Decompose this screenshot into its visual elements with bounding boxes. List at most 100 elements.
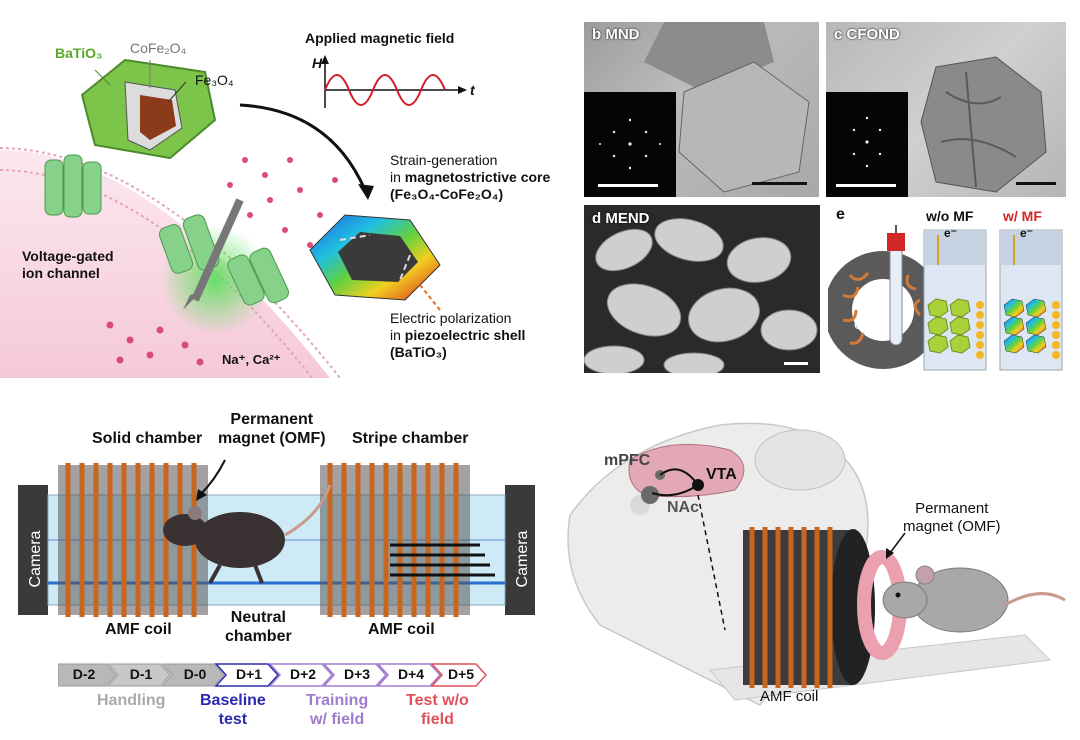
coil-torus (828, 251, 942, 369)
behavior-magnet-line-2: magnet (OMF) (218, 430, 326, 447)
mpfc-label: mPFC (604, 452, 651, 469)
stripe-chamber-label: Stripe chamber (352, 430, 469, 447)
solid-chamber-label: Solid chamber (92, 430, 203, 447)
nanodisc-schematic (80, 58, 217, 160)
strain-caption: Strain-generation in magnetostrictive co… (390, 152, 550, 203)
w-electron-label: e⁻ (1020, 226, 1034, 240)
amf-coil-right-label: AMF coil (368, 621, 435, 638)
invivo-magnet-line-2: magnet (OMF) (903, 518, 1001, 535)
wo-electron-label: e⁻ (944, 226, 958, 240)
timeline-step: D-2 (72, 666, 96, 682)
strain-line-3: (Fe₃O₄-CoFe₂O₄) (390, 186, 504, 202)
timeline-step: D-1 (129, 666, 153, 682)
amf-coil-left-label: AMF coil (105, 621, 172, 638)
channel-line-2: ion channel (22, 265, 100, 281)
panel-b-tag: b MND (592, 26, 640, 43)
coil-label: Coil (854, 318, 875, 332)
handling-label: Handling (97, 692, 166, 709)
training-label: Training w/ field (306, 691, 368, 729)
polar-line-1: Electric polarization (390, 310, 512, 326)
behavior-magnet-line-1: Permanent (230, 411, 314, 428)
core-inner-label: Fe₃O₄ (195, 72, 234, 88)
panel-e-setup (828, 225, 1063, 371)
training-line-2: w/ field (310, 711, 365, 728)
neutral-line-2: chamber (225, 628, 292, 645)
test-label: Test w/o field (406, 691, 469, 729)
nac-label: NAc (667, 499, 700, 516)
panel-c-diffraction-inset (826, 92, 908, 197)
behavior-apparatus (18, 459, 535, 617)
strain-line-2-bold: magnetostrictive core (404, 169, 551, 185)
channel-line-1: Voltage-gated (22, 248, 114, 264)
panel-b-diffraction-inset (584, 92, 676, 197)
axis-h-label: H (312, 55, 323, 71)
field-title: Applied magnetic field (305, 30, 455, 46)
panel-b-hexagons (644, 22, 810, 193)
panel-c-tag: c CFOND (834, 26, 900, 43)
camera-right (505, 485, 535, 615)
camera-left (18, 485, 48, 615)
camera-right-label: Camera (514, 530, 531, 588)
ion-channel-center (158, 214, 290, 306)
neutral-line-1: Neutral (230, 609, 286, 626)
panel-b-scale-bar (752, 182, 807, 185)
timeline-step: D+1 (235, 666, 263, 682)
w-mf-label: w/ MF (1003, 208, 1042, 224)
behavior-magnet-label: Permanent magnet (OMF) (218, 410, 326, 448)
wo-mf-label: w/o MF (926, 208, 974, 224)
polar-caption: Electric polarization in piezoelectric s… (390, 310, 525, 361)
invivo-amf-coil-label: AMF coil (760, 688, 819, 705)
channel-caption: Voltage-gated ion channel (22, 248, 114, 282)
camera-left-label: Camera (27, 530, 44, 588)
panel-c-scale-bar (1016, 182, 1056, 185)
strain-line-1: Strain-generation (390, 152, 498, 168)
test-line-1: Test w/o (406, 692, 469, 709)
panel-e-tag: e (836, 206, 845, 223)
shell-label: BaTiO₃ (55, 45, 103, 61)
ion-channel-left (44, 154, 102, 218)
coil-solid-chamber (58, 463, 208, 617)
vta-label: VTA (706, 466, 737, 483)
strain-line-2: in magnetostrictive core (390, 169, 550, 186)
polar-line-2-bold: piezoelectric shell (404, 327, 526, 343)
panel-a-schematic (0, 55, 467, 378)
strain-line-2-prefix: in (390, 169, 405, 185)
invivo-magnet-label: Permanent magnet (OMF) (903, 500, 1001, 536)
timeline: D-2 D-1 D-0 D+1 D+2 D+3 D+4 D+5 (58, 663, 488, 687)
timeline-step: D+5 (447, 666, 475, 682)
panel-c-diffraction-spots (836, 116, 896, 187)
field-plot (321, 55, 467, 108)
test-line-2: field (420, 711, 454, 728)
polar-line-2-prefix: in (390, 327, 405, 343)
timeline-step: D+3 (343, 666, 371, 682)
strained-nanodisc (309, 214, 441, 311)
process-arrow (239, 103, 367, 191)
mouse-invivo (882, 565, 1066, 633)
amf-coil-invivo (743, 527, 875, 688)
baseline-line-2: test (218, 711, 248, 728)
timeline-step: D+2 (289, 666, 317, 682)
in-vivo-setup (567, 422, 1066, 706)
core-outer-label: CoFe₂O₄ (130, 40, 187, 56)
brain (628, 443, 745, 498)
baseline-line-1: Baseline (200, 692, 266, 709)
panel-b-diffraction-spots (598, 118, 661, 187)
panel-d-sem-image (584, 205, 820, 373)
panel-b-tem-image (584, 22, 819, 197)
training-line-1: Training (306, 692, 369, 709)
baseline-label: Baseline test (200, 691, 266, 729)
panel-c-tem-image (826, 22, 1066, 197)
nac-region (641, 486, 659, 504)
panel-d-particles (584, 218, 818, 373)
timeline-chevrons (58, 663, 488, 687)
ions-label: Na⁺, Ca²⁺ (222, 352, 281, 367)
ion-flow-arrow (191, 198, 244, 302)
mouse-behavior (163, 484, 332, 584)
timeline-step: D-0 (183, 666, 207, 682)
polar-line-2: in piezoelectric shell (390, 327, 525, 344)
polar-line-3: (BaTiO₃) (390, 344, 447, 360)
coil-stripe-chamber (320, 463, 495, 617)
panel-c-particle (920, 56, 1047, 193)
timeline-step: D+4 (397, 666, 425, 682)
neutral-chamber-label: Neutral chamber (225, 608, 292, 646)
